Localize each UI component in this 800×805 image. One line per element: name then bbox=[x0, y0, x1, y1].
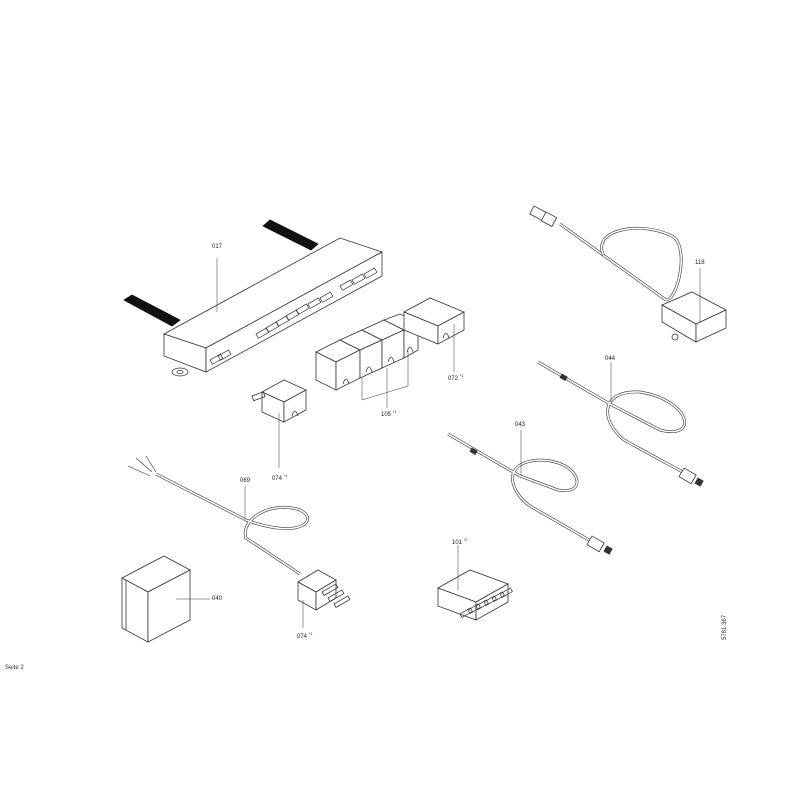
label-040: 040 bbox=[212, 596, 223, 602]
part-074-small-connector bbox=[251, 379, 307, 468]
part-072-connector-module bbox=[403, 297, 465, 372]
label-105: 105 *1 bbox=[381, 409, 397, 419]
module-1 bbox=[315, 339, 361, 391]
label-072: 072 *1 bbox=[448, 373, 464, 383]
part-044-sensor-cable bbox=[537, 360, 704, 487]
part-101-multipin-connector bbox=[437, 545, 513, 621]
label-069: 069 bbox=[240, 478, 251, 484]
label-074-bottom: 074 *1 bbox=[297, 631, 313, 641]
part-017-terminal-block bbox=[123, 219, 383, 377]
part-043-sensor-cable bbox=[447, 430, 613, 555]
page-number: Seite 2 bbox=[5, 665, 24, 671]
label-044: 044 bbox=[605, 356, 616, 362]
document-number: 5781 367 bbox=[722, 614, 728, 640]
part-074-plug-connector bbox=[297, 569, 351, 628]
label-101: 101 *2 bbox=[452, 537, 468, 547]
label-043: 043 bbox=[515, 422, 526, 428]
label-118: 118 bbox=[695, 260, 705, 266]
part-040-box bbox=[121, 555, 210, 643]
label-017: 017 bbox=[212, 244, 223, 250]
part-118-cable-junction-box bbox=[529, 205, 727, 343]
label-074-top: 074 *1 bbox=[272, 473, 288, 483]
part-069-cable bbox=[127, 455, 309, 576]
part-105-connector-modules bbox=[315, 313, 419, 408]
